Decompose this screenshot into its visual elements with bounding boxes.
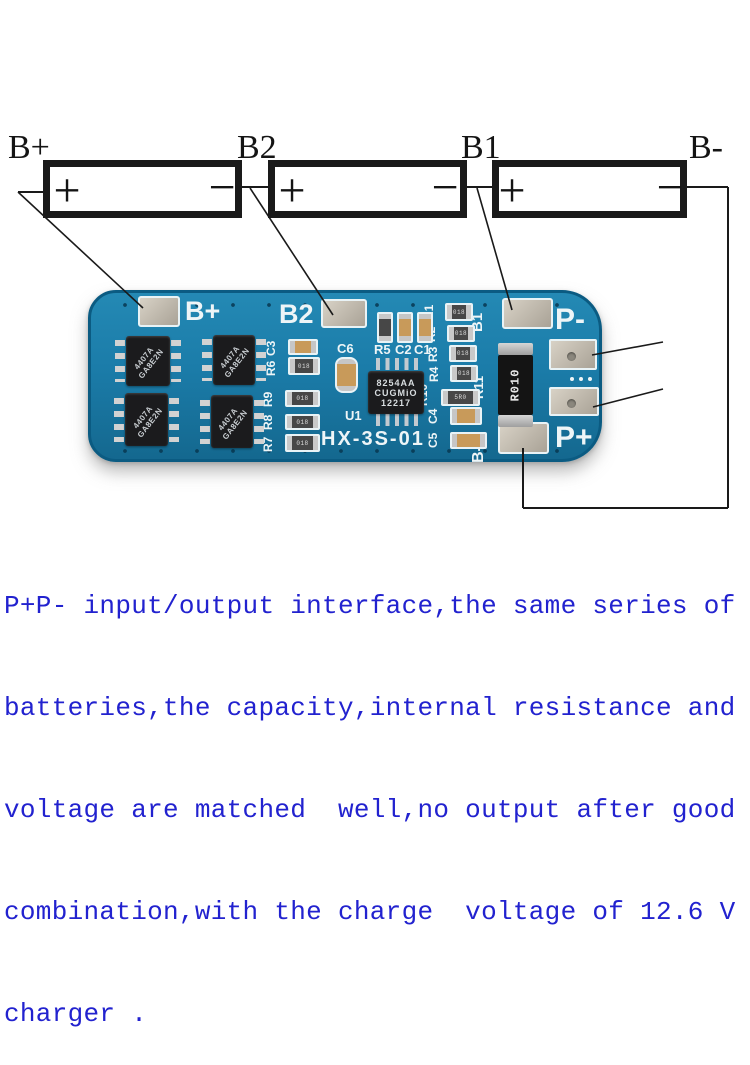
resistor-r4: 018 [450,365,478,382]
mosfet-pins [200,400,210,444]
capacitor-c2 [397,312,413,343]
silk-c5-label: C5 [426,432,440,448]
mosfet-pins [114,398,124,442]
mosfet-pins [202,339,212,381]
r11-terminal [498,415,533,427]
ic-marking: 8254AA [376,377,416,388]
mosfet-pins [254,400,264,444]
mosfet-pins [115,340,125,382]
node-label-bplus: B+ [8,129,50,166]
shunt-resistor-r11: R010 [498,355,533,415]
pad-hole [567,399,576,408]
protection-ic-u1: 8254AA CUGMiO 12217 [368,371,424,414]
bms-pcb-board: B+ B2 P- P+ HX-3S-01 B1 B- R11 R1 R2 R3 … [88,290,602,463]
resistor-code: 018 [296,439,309,447]
ic-marking: 12217 [380,397,412,408]
cell2-plus-sign: + [278,164,305,217]
node-label-b2: B2 [237,129,277,166]
solder-pad-b2 [321,299,367,328]
node-label-b1: B1 [461,129,501,166]
ic-pins [376,358,420,370]
cell1-plus-sign: + [53,164,80,217]
mosfet-pins [169,398,179,442]
battery-cell-1 [43,160,242,218]
resistor-r3: 018 [449,345,477,362]
resistor-code: 5R0 [454,394,467,401]
capacitor-c3 [288,339,318,355]
silk-pminus-text: P- [555,303,585,336]
battery-cell-3 [492,160,687,218]
node-label-bminus: B- [689,129,723,166]
description-line: P+P- input/output interface,the same ser… [4,591,736,621]
silk-b2-text: B2 [279,299,314,329]
resistor-r2: 018 [447,325,475,342]
resistor-code: 018 [296,395,309,402]
pad-hole [567,352,576,361]
silk-dot [588,377,592,381]
silk-bplus-text: B+ [185,296,221,326]
resistor-code: 018 [456,350,470,357]
resistor-r9: 018 [285,390,320,407]
silk-c1-label: C1 [414,342,431,357]
leader-pminus-pad [591,341,664,356]
r11-terminal [498,343,533,355]
silk-r5-label: R5 [374,342,391,357]
description-line: charger . [4,999,148,1029]
solder-pad-bplus [138,296,180,327]
cell1-minus-sign: − [208,161,235,214]
resistor-code: 018 [457,370,471,377]
resistor-code: 018 [296,418,309,426]
resistor-code: 018 [454,330,468,337]
via-dots-bottom [107,447,577,455]
resistor-r7: 018 [285,434,320,452]
description-line: combination,with the charge voltage of 1… [4,897,736,927]
silk-r6-label: R6 [264,360,278,376]
resistor-r1: 018 [445,303,473,321]
solder-pad-b1 [502,298,553,329]
resistor-r8: 018 [285,414,320,430]
resistor-r6: 018 [288,357,320,375]
ic-marking: CUGMiO [374,387,418,398]
capacitor-c1 [417,312,433,343]
silk-c4-label: C4 [426,408,440,424]
silk-c6-label: C6 [337,341,354,356]
silk-u1-label: U1 [345,408,362,423]
leader-pplus-pad [592,388,664,408]
battery-cell-2 [268,160,467,218]
description-text: P+P- input/output interface,the same ser… [4,521,736,1065]
capacitor-c6 [335,357,358,393]
resistor-r5 [377,312,393,343]
description-line: batteries,the capacity,internal resistan… [4,693,736,723]
resistor-code: R010 [508,368,523,402]
silk-c2-label: C2 [395,342,412,357]
ic-pins [376,414,420,426]
cell3-plus-sign: + [498,164,525,217]
silk-r4-label: R4 [427,366,441,382]
silk-dot [579,377,583,381]
mosfet-pins [171,340,181,382]
resistor-code: 018 [452,308,466,316]
silk-pplus-text: P+ [555,421,593,454]
silk-dot [570,377,574,381]
cell3-minus-sign: − [656,161,683,214]
cell2-minus-sign: − [431,161,458,214]
capacitor-c5 [450,432,487,449]
description-line: voltage are matched well,no output after… [4,795,736,825]
resistor-r10: 5R0 [441,389,480,406]
mosfet-pins [256,339,266,381]
silk-c3-label: C3 [264,340,278,356]
silk-model-text: HX-3S-01 [321,428,425,450]
resistor-code: 018 [297,362,311,370]
output-pad-pplus [549,387,599,416]
output-pad-pminus [549,339,597,370]
capacitor-c4 [450,407,482,425]
